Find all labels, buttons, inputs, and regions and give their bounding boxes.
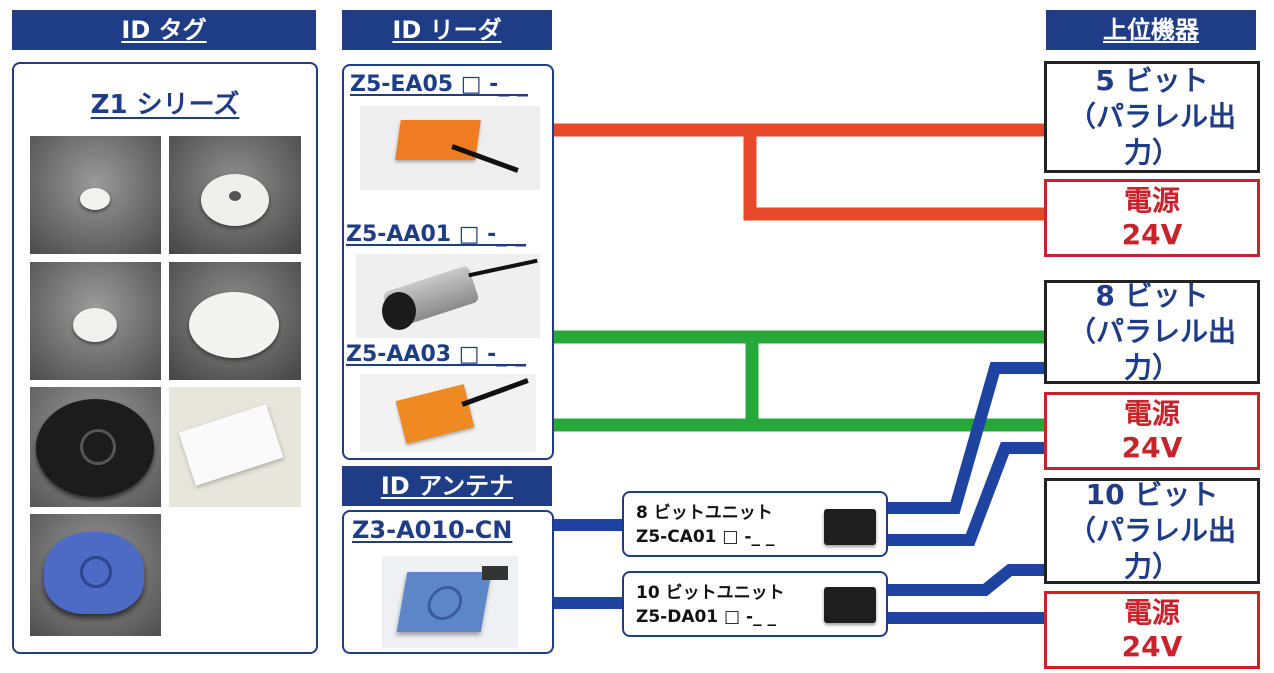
output-8bit-subtitle: （パラレル出力） — [1067, 315, 1236, 384]
header-id-reader: ID リーダ — [342, 10, 552, 50]
unit-8bit-title: 8 ビットユニット — [636, 503, 773, 523]
antenna-model: Z3-A010-CN — [352, 516, 513, 544]
power-1-voltage: 24V — [1121, 218, 1183, 251]
tag-photo-white-ring — [169, 136, 301, 254]
output-10bit: 10 ビット （パラレル出力） — [1044, 478, 1260, 584]
reader-model-ea05: Z5-EA05 □ -_ _ — [350, 72, 528, 97]
unit-10bit: 10 ビットユニット Z5-DA01 □ -_ _ — [622, 571, 888, 637]
antenna-panel: Z3-A010-CN — [342, 510, 554, 654]
output-8bit-title: 8 ビット — [1095, 279, 1209, 312]
unit-8bit-model: Z5-CA01 □ -_ _ — [636, 527, 775, 547]
blue-wire — [553, 362, 1046, 624]
power-3-voltage: 24V — [1121, 630, 1183, 663]
power-3-label: 電源 — [1123, 596, 1180, 629]
power-2-voltage: 24V — [1121, 431, 1183, 464]
tag-photo-small-white — [30, 136, 161, 254]
output-5bit-subtitle: （パラレル出力） — [1067, 100, 1236, 169]
power-1: 電源 24V — [1044, 179, 1260, 257]
tag-photo-blue — [30, 514, 161, 636]
output-10bit-title: 10 ビット — [1085, 478, 1219, 511]
unit-10bit-title: 10 ビットユニット — [636, 583, 785, 603]
red-wire — [553, 123, 1046, 221]
reader-model-aa01: Z5-AA01 □ -_ _ — [346, 222, 526, 247]
power-1-label: 電源 — [1123, 184, 1180, 217]
tag-photo-white-card — [169, 387, 301, 507]
tag-photo-small-white-2 — [30, 262, 161, 380]
reader-photo-ea05 — [360, 106, 540, 190]
tag-photo-white-disc — [169, 262, 301, 380]
power-3: 電源 24V — [1044, 591, 1260, 669]
reader-photo-aa01 — [356, 254, 540, 338]
tag-photo-black-round — [30, 387, 161, 507]
unit-8bit: 8 ビットユニット Z5-CA01 □ -_ _ — [622, 491, 888, 557]
antenna-photo — [382, 556, 518, 648]
reader-model-aa03: Z5-AA03 □ -_ _ — [346, 342, 526, 367]
reader-photo-aa03 — [360, 374, 536, 452]
unit-8bit-photo — [824, 509, 876, 545]
power-2: 電源 24V — [1044, 392, 1260, 470]
tag-panel: Z1 シリーズ — [12, 62, 318, 654]
reader-panel: Z5-EA05 □ -_ _ Z5-AA01 □ -_ _ Z5-AA03 □ … — [342, 64, 554, 460]
header-host: 上位機器 — [1046, 10, 1256, 50]
output-5bit: 5 ビット （パラレル出力） — [1044, 61, 1260, 173]
output-10bit-subtitle: （パラレル出力） — [1067, 514, 1236, 583]
unit-10bit-photo — [824, 587, 876, 623]
power-2-label: 電源 — [1123, 397, 1180, 430]
header-id-antenna: ID アンテナ — [342, 466, 552, 506]
unit-10bit-model: Z5-DA01 □ -_ _ — [636, 607, 777, 627]
series-title: Z1 シリーズ — [90, 90, 240, 120]
output-5bit-title: 5 ビット — [1095, 64, 1209, 97]
output-8bit: 8 ビット （パラレル出力） — [1044, 279, 1260, 384]
green-wire — [553, 330, 1046, 432]
header-id-tag: ID タグ — [12, 10, 316, 50]
